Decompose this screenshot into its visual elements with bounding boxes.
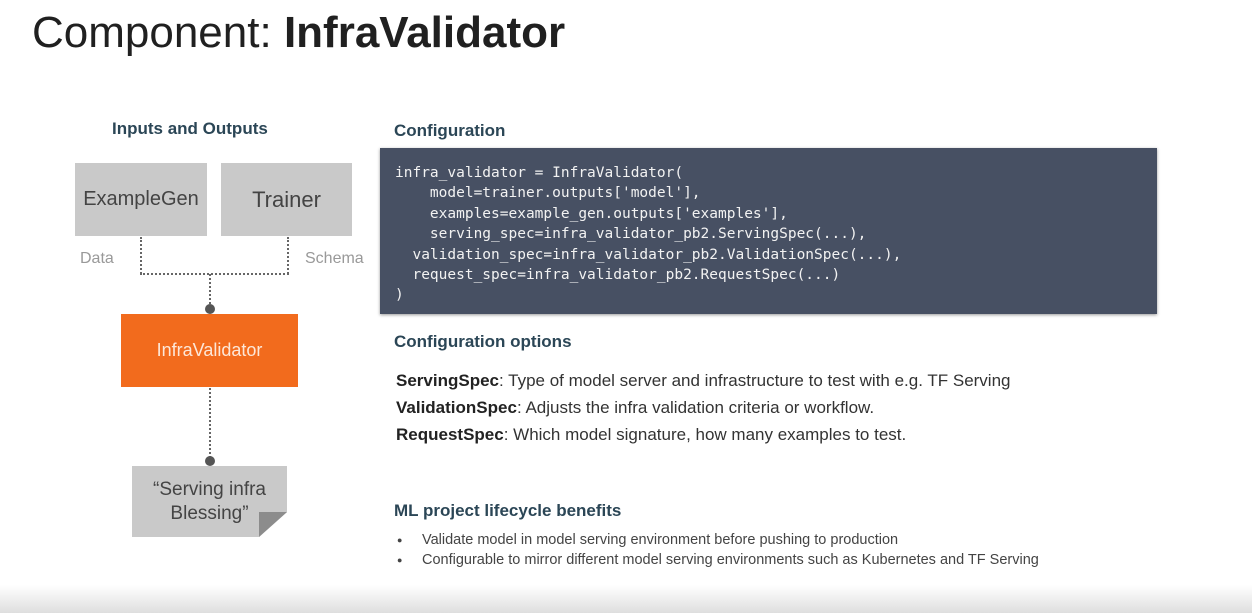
option-serving-spec: ServingSpec: Type of model server and in… <box>396 367 1076 394</box>
output-edge <box>209 388 211 458</box>
benefit-item: Configurable to mirror different model s… <box>394 550 1114 570</box>
diagram-heading: Inputs and Outputs <box>112 119 268 138</box>
input-edge <box>209 274 211 308</box>
slide-title: Component: InfraValidator <box>32 8 565 58</box>
schema-edge <box>287 237 289 274</box>
benefits-list: Validate model in model serving environm… <box>394 530 1114 570</box>
blessing-artifact: “Serving infra Blessing” <box>132 466 287 537</box>
examplegen-node: ExampleGen <box>75 163 207 236</box>
data-edge <box>140 237 142 274</box>
option-desc: : Type of model server and infrastructur… <box>499 371 1011 390</box>
option-name: ServingSpec <box>396 371 499 390</box>
schema-label: Schema <box>305 250 364 267</box>
option-request-spec: RequestSpec: Which model signature, how … <box>396 421 1076 448</box>
connector-dot <box>205 456 215 466</box>
title-component: InfraValidator <box>283 8 566 57</box>
option-name: ValidationSpec <box>396 398 517 417</box>
options-heading: Configuration options <box>394 332 572 351</box>
bottom-shade <box>0 585 1252 613</box>
code-block: infra_validator = InfraValidator( model=… <box>380 148 1157 314</box>
benefits-heading: ML project lifecycle benefits <box>394 501 622 520</box>
option-desc: : Which model signature, how many exampl… <box>503 425 907 444</box>
data-label: Data <box>80 250 114 267</box>
options-list: ServingSpec: Type of model server and in… <box>396 367 1076 448</box>
infravalidator-node: InfraValidator <box>121 314 298 387</box>
option-validation-spec: ValidationSpec: Adjusts the infra valida… <box>396 394 1076 421</box>
connector-dot <box>205 304 215 314</box>
merge-edge <box>140 273 289 275</box>
title-prefix: Component: <box>32 8 284 57</box>
option-desc: : Adjusts the infra validation criteria … <box>516 398 875 417</box>
benefit-item: Validate model in model serving environm… <box>394 530 1114 550</box>
configuration-heading: Configuration <box>394 121 506 140</box>
trainer-node: Trainer <box>221 163 352 236</box>
option-name: RequestSpec <box>396 425 504 444</box>
